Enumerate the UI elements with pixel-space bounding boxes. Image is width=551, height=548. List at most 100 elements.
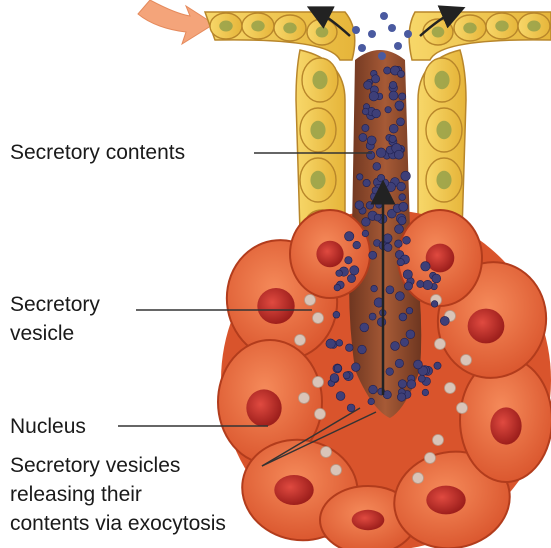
epithelial-nucleus — [312, 71, 327, 89]
empty-vesicle — [457, 403, 468, 414]
secretory-granule — [346, 344, 354, 352]
secretory-granule — [399, 93, 406, 100]
epithelial-nucleus — [316, 27, 329, 38]
input-arrow — [138, 0, 214, 44]
empty-vesicle — [433, 435, 444, 446]
secretory-granule — [398, 217, 406, 225]
secretory-granule — [362, 108, 369, 115]
secretory-granule — [389, 135, 396, 142]
secretory-granule — [403, 270, 412, 279]
label-secretory-vesicle-line2: vesicle — [10, 320, 74, 347]
label-secretory-vesicle-line1: Secretory — [10, 291, 100, 318]
secretory-granule — [434, 362, 441, 369]
label-secretory-contents: Secretory contents — [10, 139, 185, 166]
secretory-granule — [367, 136, 376, 145]
secretory-granule — [369, 92, 378, 101]
secretory-cell-nucleus — [316, 241, 343, 267]
secretory-granule — [347, 404, 355, 412]
released-granule — [404, 30, 412, 38]
secretory-granule — [334, 284, 341, 291]
secretory-granule — [391, 342, 400, 351]
secretory-granule — [357, 174, 363, 180]
epithelial-nucleus — [432, 27, 445, 38]
secretory-granule — [343, 372, 350, 379]
secretory-granule — [347, 274, 355, 282]
released-granule — [380, 12, 388, 20]
secretory-granule — [383, 234, 392, 243]
secretory-granule — [397, 118, 405, 126]
secretory-granule — [398, 70, 405, 77]
secretory-granule — [386, 286, 394, 294]
secretory-granule — [366, 202, 374, 210]
secretory-granule — [377, 174, 384, 181]
secretory-granule — [384, 67, 391, 74]
secretory-granule — [345, 257, 352, 264]
secretory-granule — [401, 171, 411, 181]
secretory-cell-nucleus — [426, 486, 465, 515]
secretory-granule — [414, 360, 423, 369]
secretory-granule — [333, 311, 340, 318]
secretory-granule — [440, 316, 449, 325]
secretory-granule — [336, 392, 345, 401]
secretory-cell-nucleus — [246, 389, 281, 426]
secretory-granule — [397, 259, 404, 266]
released-granule — [352, 26, 360, 34]
secretory-granule — [417, 280, 424, 287]
secretory-granule — [386, 368, 394, 376]
secretory-granule — [404, 282, 412, 290]
secretory-granule — [359, 133, 367, 141]
secretory-cell-nucleus — [352, 510, 385, 530]
label-exocytosis-line2: releasing their — [10, 481, 142, 508]
secretory-granule — [421, 262, 430, 271]
epithelial-nucleus — [310, 171, 325, 189]
secretory-granule — [362, 218, 371, 227]
secretory-granule — [423, 280, 432, 289]
epithelial-nucleus — [310, 121, 325, 139]
empty-vesicle — [305, 295, 316, 306]
secretory-granule — [362, 124, 369, 131]
epithelial-nucleus — [434, 71, 449, 89]
secretory-granule — [389, 91, 398, 100]
secretory-granule — [326, 339, 335, 348]
empty-vesicle — [295, 335, 306, 346]
secretory-granule — [395, 101, 404, 110]
secretory-granule — [336, 270, 343, 277]
released-granule — [394, 42, 402, 50]
secretory-granule — [385, 107, 391, 113]
empty-vesicle — [313, 313, 324, 324]
epithelial-nucleus — [219, 21, 232, 32]
secretory-granule — [373, 163, 381, 171]
secretory-granule — [394, 150, 403, 159]
secretory-granule — [389, 124, 398, 133]
label-nucleus: Nucleus — [10, 413, 86, 440]
secretory-granule — [374, 214, 381, 221]
secretory-granule — [397, 393, 405, 401]
secretory-granule — [389, 81, 396, 88]
secretory-granule — [400, 338, 408, 346]
empty-vesicle — [435, 339, 446, 350]
secretory-granule — [345, 232, 354, 241]
secretory-granule — [407, 380, 416, 389]
secretory-cell-nucleus — [468, 309, 505, 344]
epithelial-nucleus — [436, 121, 451, 139]
secretory-granule — [431, 301, 438, 308]
secretory-granule — [334, 365, 341, 372]
secretory-granule — [372, 187, 379, 194]
secretory-granule — [369, 385, 378, 394]
secretory-granule — [395, 225, 404, 234]
secretory-granule — [422, 389, 429, 396]
secretory-granule — [398, 380, 406, 388]
empty-vesicle — [331, 465, 342, 476]
label-exocytosis-line3: contents via exocytosis — [10, 510, 226, 537]
secretory-granule — [350, 266, 359, 275]
secretory-granule — [395, 359, 403, 367]
epithelial-nucleus — [495, 21, 508, 32]
secretory-granule — [376, 148, 386, 158]
secretory-granule — [432, 274, 441, 283]
empty-vesicle — [445, 383, 456, 394]
empty-vesicle — [413, 473, 424, 484]
secretory-granule — [396, 292, 405, 301]
secretory-granule — [376, 202, 383, 209]
secretory-granule — [336, 340, 343, 347]
